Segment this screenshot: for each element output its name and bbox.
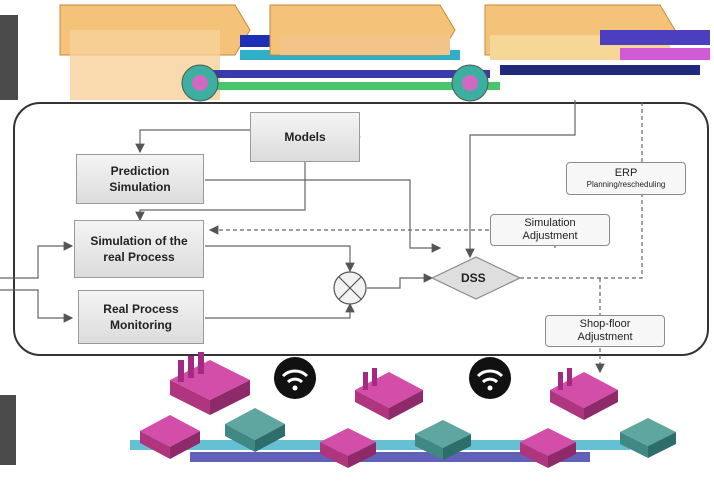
shopfloor-adjustment-note: Shop-floor Adjustment bbox=[545, 315, 665, 347]
connector-simulation-to-comparator bbox=[205, 245, 355, 273]
connector-comparator-to-dss bbox=[367, 273, 434, 289]
connector-dss-to-erp bbox=[520, 100, 643, 279]
connector-prediction-to-dss bbox=[205, 179, 442, 253]
simulation-adjustment-note: Simulation Adjustment bbox=[490, 214, 610, 246]
comparator-icon bbox=[333, 271, 367, 305]
simulation-adjustment-label: Simulation Adjustment bbox=[522, 216, 578, 242]
connector-input-monitoring bbox=[0, 289, 74, 323]
layer-banner bbox=[269, 4, 456, 56]
factory-icon bbox=[140, 415, 200, 459]
factory-icon bbox=[550, 368, 618, 420]
gear-globe-icon bbox=[181, 64, 219, 102]
models-box: Models bbox=[250, 112, 360, 162]
simulation-real-process-box: Simulation of the real Process bbox=[74, 220, 204, 278]
factory-icon bbox=[320, 428, 376, 468]
factory-icon bbox=[520, 428, 576, 468]
real-process-monitoring-box: Real Process Monitoring bbox=[78, 290, 204, 344]
erp-note: ERP Planning/rescheduling bbox=[566, 162, 686, 195]
wifi-icon bbox=[469, 357, 511, 399]
gear-globe-icon bbox=[451, 64, 489, 102]
erp-subtitle: Planning/rescheduling bbox=[586, 180, 666, 190]
dss-diamond bbox=[430, 256, 522, 300]
factory-icon bbox=[225, 408, 285, 452]
connector-monitoring-to-comparator bbox=[205, 302, 355, 319]
connector-models-to-simulation bbox=[135, 162, 306, 222]
factory-icon bbox=[415, 420, 471, 460]
shopfloor-adjustment-label: Shop-floor Adjustment bbox=[577, 317, 633, 343]
dss-label: DSS bbox=[461, 271, 486, 285]
layer-banner bbox=[484, 4, 710, 75]
factory-icon bbox=[620, 418, 676, 458]
connector-top-to-dss bbox=[465, 100, 576, 259]
erp-title: ERP bbox=[614, 167, 638, 180]
wifi-icon bbox=[274, 357, 316, 399]
factory-icon bbox=[170, 352, 250, 415]
main-frame bbox=[13, 102, 709, 356]
connector-models-to-prediction bbox=[135, 129, 250, 154]
connector-input-simulation bbox=[0, 241, 74, 279]
prediction-simulation-box: Prediction Simulation bbox=[76, 154, 204, 204]
factory-icon bbox=[355, 368, 423, 420]
